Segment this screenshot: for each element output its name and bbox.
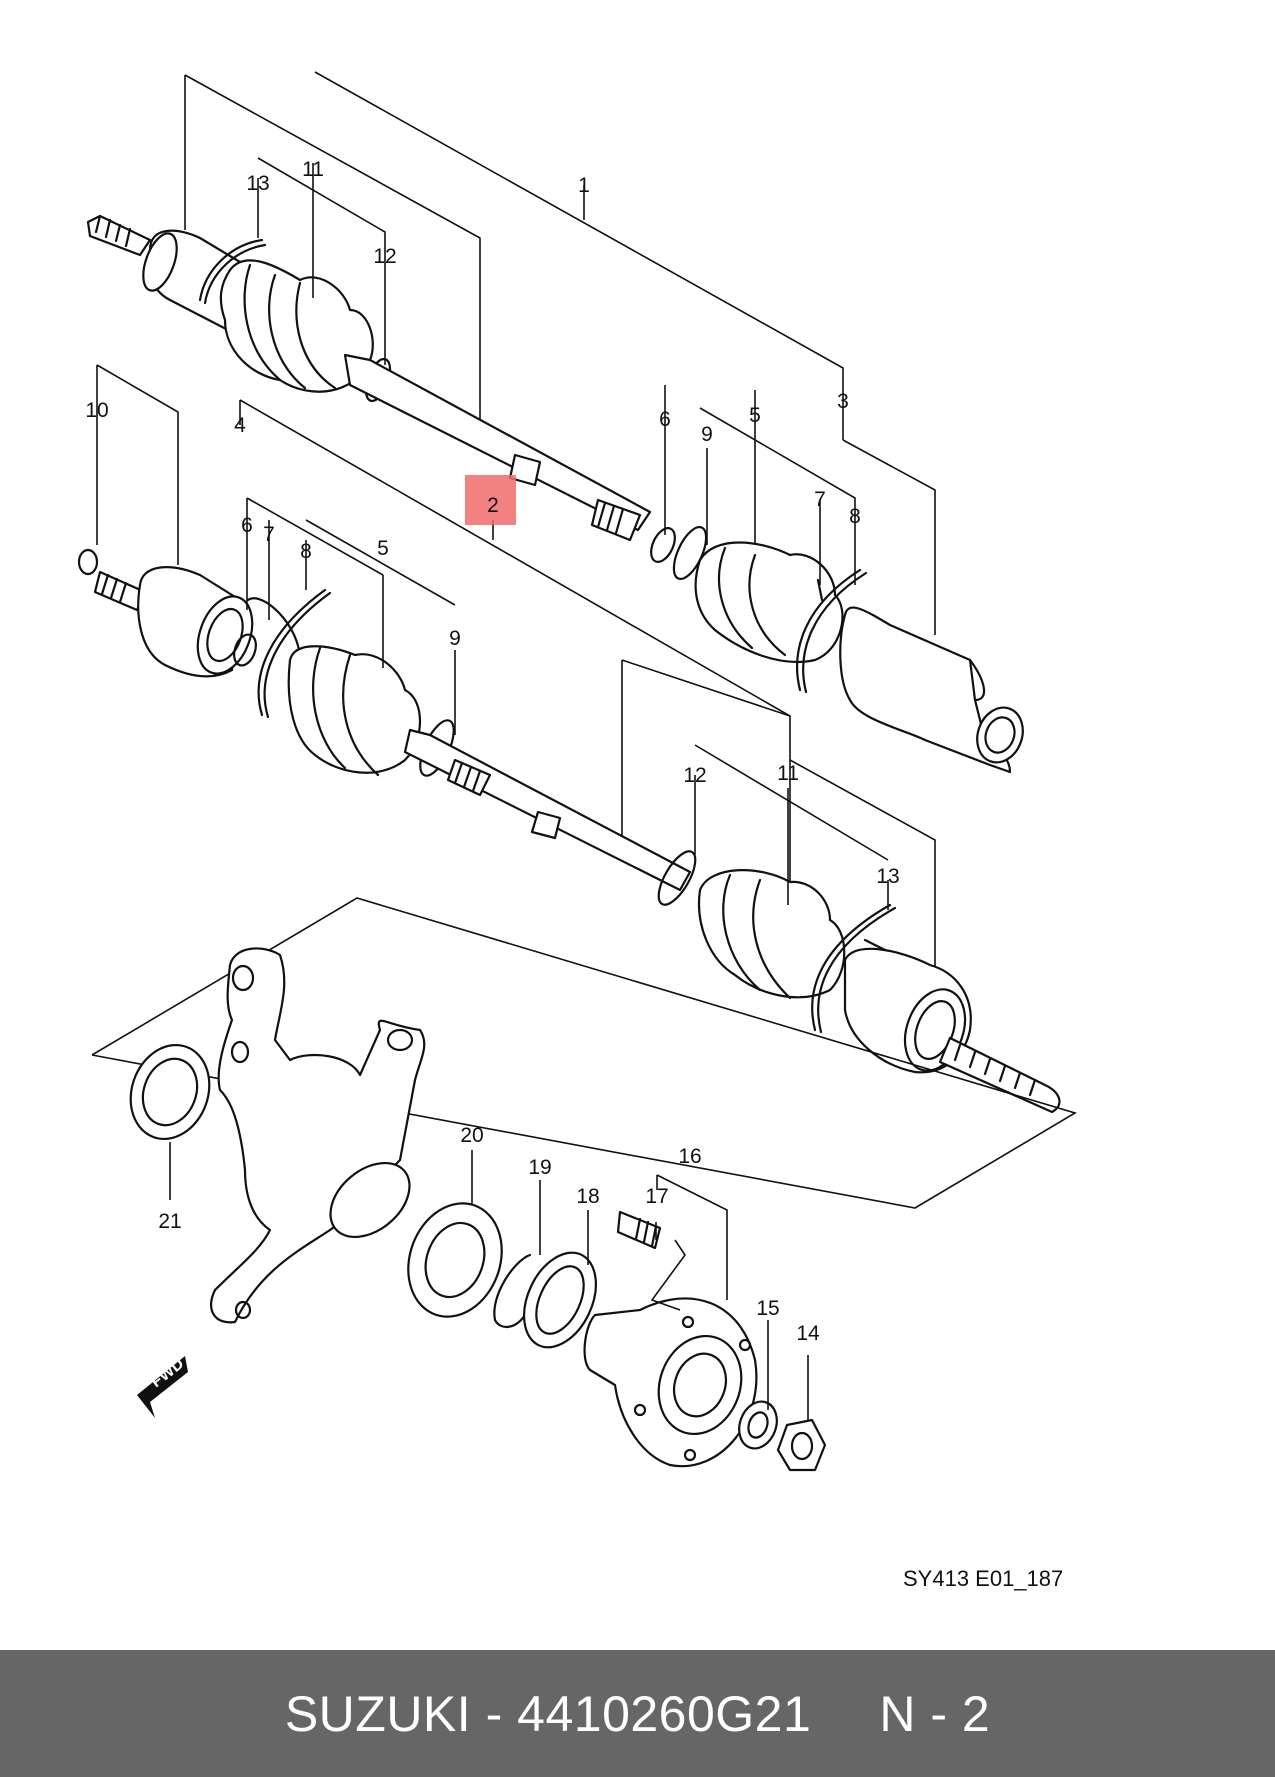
callout-17: 17 <box>645 1185 668 1208</box>
callout-12-lower: 12 <box>683 764 706 787</box>
footer-position-label: N - 2 <box>879 1685 991 1742</box>
callout-20: 20 <box>460 1124 483 1147</box>
callout-2: 2 <box>487 494 499 517</box>
callout-11-upper: 11 <box>302 158 324 181</box>
callout-labels: 1 2 3 4 5 5 6 6 7 7 8 8 9 9 10 11 11 12 … <box>85 158 899 1345</box>
callout-13-lower: 13 <box>876 865 899 888</box>
footer-separator: - <box>485 1685 503 1742</box>
callout-12-upper: 12 <box>373 245 396 268</box>
callout-7-lower: 7 <box>263 523 275 546</box>
callout-9-upper: 9 <box>701 423 713 446</box>
callout-11-lower: 11 <box>777 762 799 785</box>
highlighted-callout-box <box>465 475 516 525</box>
callout-16: 16 <box>678 1145 701 1168</box>
callout-5-lower: 5 <box>377 537 389 560</box>
callout-7-upper: 7 <box>814 488 826 511</box>
footer-part-number: 4410260G21 <box>517 1685 812 1742</box>
callout-8-upper: 8 <box>849 505 861 528</box>
lower-drive-shaft <box>77 364 1061 1114</box>
knuckle-callout-leaders <box>169 1142 809 1420</box>
lower-callout-leaders <box>246 497 889 910</box>
callout-6-upper: 6 <box>659 408 671 431</box>
diagram-reference-code: SY413 E01_187 <box>903 1566 1063 1591</box>
callout-10: 10 <box>85 399 108 422</box>
footer-brand: SUZUKI <box>284 1685 472 1742</box>
callout-14: 14 <box>796 1322 820 1345</box>
callout-4: 4 <box>234 414 246 437</box>
callout-19: 19 <box>528 1156 551 1179</box>
callout-5-upper: 5 <box>749 404 761 427</box>
callout-3: 3 <box>837 390 849 413</box>
callout-15: 15 <box>756 1297 779 1320</box>
callout-21: 21 <box>158 1210 181 1233</box>
knuckle-hub-assembly: FWD <box>91 897 1077 1472</box>
callout-13-upper: 13 <box>246 172 269 195</box>
callout-18: 18 <box>576 1185 599 1208</box>
callout-1: 1 <box>578 174 590 197</box>
callout-8-lower: 8 <box>300 540 312 563</box>
upper-callout-leaders <box>257 157 856 585</box>
callout-6-lower: 6 <box>241 514 253 537</box>
parts-diagram: FWD 1 2 3 4 5 5 6 6 7 7 8 8 9 9 10 11 11… <box>77 71 1077 1591</box>
footer-bar: SUZUKI - 4410260G21 N - 2 <box>0 1650 1275 1777</box>
upper-drive-shaft <box>86 71 1024 774</box>
fwd-arrow-icon: FWD <box>137 1355 188 1418</box>
callout-9-lower: 9 <box>449 627 461 650</box>
